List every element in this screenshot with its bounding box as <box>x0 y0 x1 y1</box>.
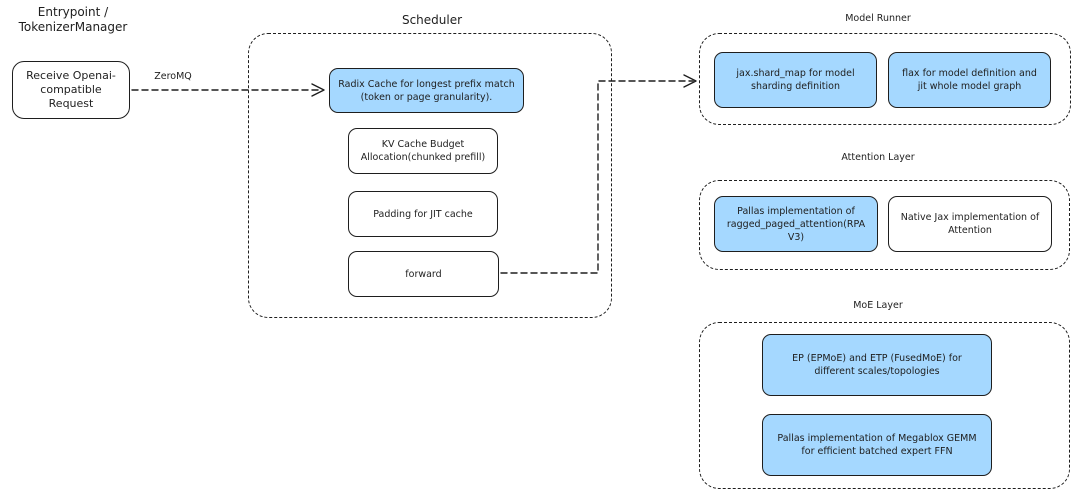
kv-cache-budget-box: KV Cache Budget Allocation(chunked prefi… <box>348 128 498 174</box>
attention-layer-group <box>699 180 1070 270</box>
scheduler-title: Scheduler <box>401 13 463 27</box>
radix-cache-box: Radix Cache for longest prefix match (to… <box>329 68 524 113</box>
model-runner-arrowhead <box>683 74 697 88</box>
receive-request-box: Receive Openai-compatible Request <box>12 61 130 119</box>
native-jax-attention-box: Native Jax implementation of Attention <box>888 196 1052 252</box>
moe-layer-title: MoE Layer <box>853 300 903 311</box>
shard-map-box: jax.shard_map for model sharding definit… <box>714 52 877 108</box>
megablox-gemm-box: Pallas implementation of Megablox GEMM f… <box>762 414 992 476</box>
forward-box: forward <box>348 251 499 297</box>
padding-jit-box: Padding for JIT cache <box>348 191 498 237</box>
ep-etp-box: EP (EPMoE) and ETP (FusedMoE) for differ… <box>762 334 992 396</box>
flax-box: flax for model definition and jit whole … <box>888 52 1051 108</box>
moe-layer-group <box>699 322 1070 489</box>
zeromq-label: ZeroMQ <box>154 71 192 82</box>
attention-layer-title: Attention Layer <box>841 152 915 163</box>
model-runner-group <box>699 33 1071 125</box>
entrypoint-title: Entrypoint / TokenizerManager <box>18 5 128 34</box>
pallas-rpa-box: Pallas implementation of ragged_paged_at… <box>714 196 878 252</box>
model-runner-title: Model Runner <box>845 13 911 24</box>
